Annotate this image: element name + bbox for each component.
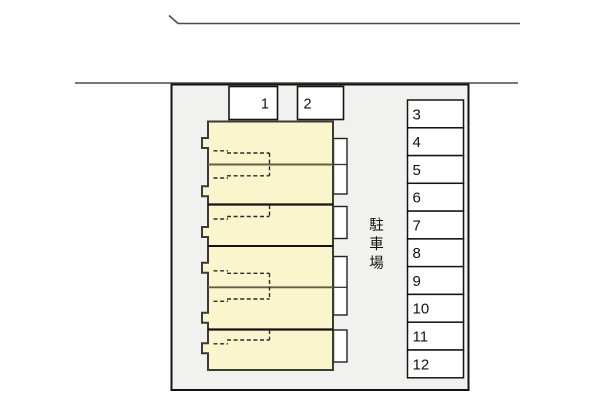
entry-porch-box (332, 255, 348, 316)
parking-space-6 (406, 182, 465, 212)
parking-space-number: 6 (413, 190, 421, 207)
eaves-dashed-outline (213, 150, 271, 179)
eaves-dashed-outline (213, 330, 271, 345)
parking-space-number: 10 (413, 301, 430, 318)
parking-space-number: 3 (413, 106, 421, 123)
parking-space-number: 11 (413, 329, 429, 346)
road-edge-line (168, 14, 520, 25)
entry-porch-box (332, 329, 348, 363)
parking-space-2 (296, 85, 345, 121)
entry-porch-box (332, 205, 348, 240)
eaves-dashed-outline (213, 270, 271, 302)
parking-space-number: 12 (413, 356, 430, 373)
parking-space-4 (406, 127, 465, 157)
parking-space-8 (406, 238, 465, 268)
parking-space-1 (228, 85, 279, 121)
parking-space-12 (406, 349, 465, 379)
parking-space-number: 5 (413, 162, 421, 179)
parking-space-number: 7 (413, 217, 421, 234)
parking-space-number: 9 (413, 273, 421, 290)
parking-space-7 (406, 210, 465, 240)
parking-lot-label: 駐車場 (367, 217, 383, 274)
parking-space-9 (406, 265, 465, 296)
parking-space-number: 1 (261, 97, 269, 113)
parking-space-number: 2 (304, 97, 312, 113)
parking-space-number: 4 (413, 134, 421, 151)
parking-space-5 (406, 154, 465, 185)
parking-space-number: 8 (413, 245, 421, 262)
entry-porch-box (332, 137, 348, 195)
eaves-dashed-outline (213, 205, 271, 220)
parking-space-3 (406, 99, 465, 129)
